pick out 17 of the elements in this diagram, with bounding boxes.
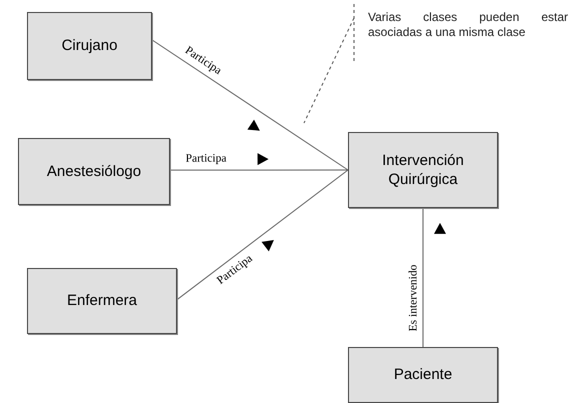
class-box [27,12,152,80]
class-name: Intervención Quirúrgica [381,150,465,190]
note-text: Varias clases pueden estar asociadas a una misma clase [354,10,568,50]
class-name: Anestesiólogo [46,162,142,182]
class-name: Enfermera [66,291,138,311]
edge-label: Participa [183,152,228,166]
association-line [170,170,348,171]
class-box [18,138,170,205]
association-line [176,170,348,300]
association-line [422,208,424,348]
class-name: Cirujano [62,36,118,56]
association-line [152,39,348,170]
class-box [348,132,498,208]
leader-line [304,18,354,124]
class-name: Paciente [394,365,452,385]
class-box [348,347,498,403]
class-box [27,268,177,334]
